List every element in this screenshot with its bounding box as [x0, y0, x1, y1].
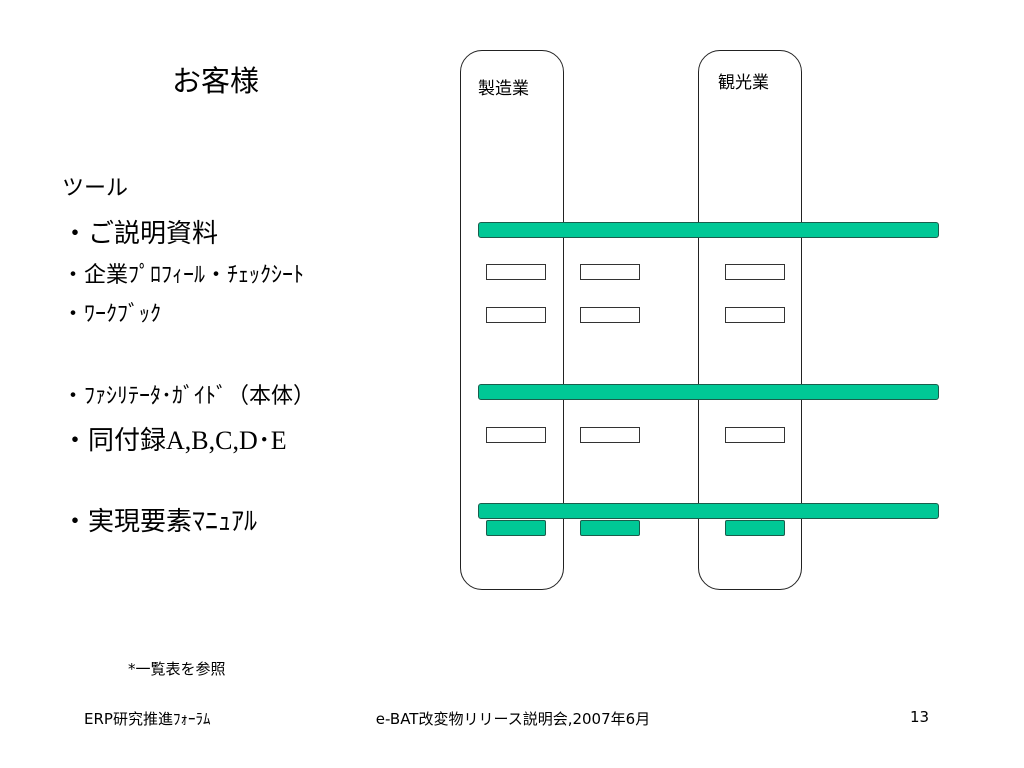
tool-item-facilitator-guide: ・ﾌｧｼﾘﾃｰﾀ･ｶﾞｲﾄﾞ（本体）: [62, 384, 316, 409]
box-workbook-3: [725, 307, 785, 323]
bar-implementation-manual: [478, 503, 939, 519]
tool-item-profile-checksheet: ・企業ﾌﾟﾛﾌｨｰﾙ・ﾁｪｯｸｼｰﾄ: [62, 263, 305, 288]
tool-item-workbook: ・ﾜｰｸﾌﾞｯｸ: [62, 302, 162, 327]
tool-item-appendix-prefix: ・同付録: [62, 426, 167, 456]
column-label-tourism: 観光業: [718, 73, 769, 93]
tool-item-appendix: ・同付録A,B,C,D･E: [62, 426, 287, 456]
box-manual-3: [725, 520, 785, 536]
box-profile-3: [725, 264, 785, 280]
bar-explanation: [478, 222, 939, 238]
column-frame-manufacturing: [460, 50, 564, 590]
tools-heading: ツール: [62, 176, 129, 201]
page-number: 13: [910, 708, 930, 726]
box-workbook-1: [486, 307, 546, 323]
slide-title: お客様: [172, 64, 260, 98]
footer-event: e-BAT改変物リリース説明会,2007年6月: [375, 710, 651, 728]
column-label-manufacturing: 製造業: [478, 79, 529, 99]
bar-facilitator-guide: [478, 384, 939, 400]
tool-item-implementation-manual: ・実現要素ﾏﾆｭｱﾙ: [62, 507, 258, 537]
box-appendix-2: [580, 427, 640, 443]
box-manual-1: [486, 520, 546, 536]
box-profile-2: [580, 264, 640, 280]
footnote: *一覧表を参照: [128, 660, 226, 678]
column-frame-tourism: [698, 50, 802, 590]
footer-organization: ERP研究推進ﾌｫｰﾗﾑ: [84, 710, 211, 728]
box-appendix-1: [486, 427, 546, 443]
box-profile-1: [486, 264, 546, 280]
tool-item-explanation: ・ご説明資料: [62, 219, 219, 249]
tool-item-appendix-letters: A,B,C,D･E: [166, 426, 287, 455]
box-appendix-3: [725, 427, 785, 443]
box-manual-2: [580, 520, 640, 536]
box-workbook-2: [580, 307, 640, 323]
